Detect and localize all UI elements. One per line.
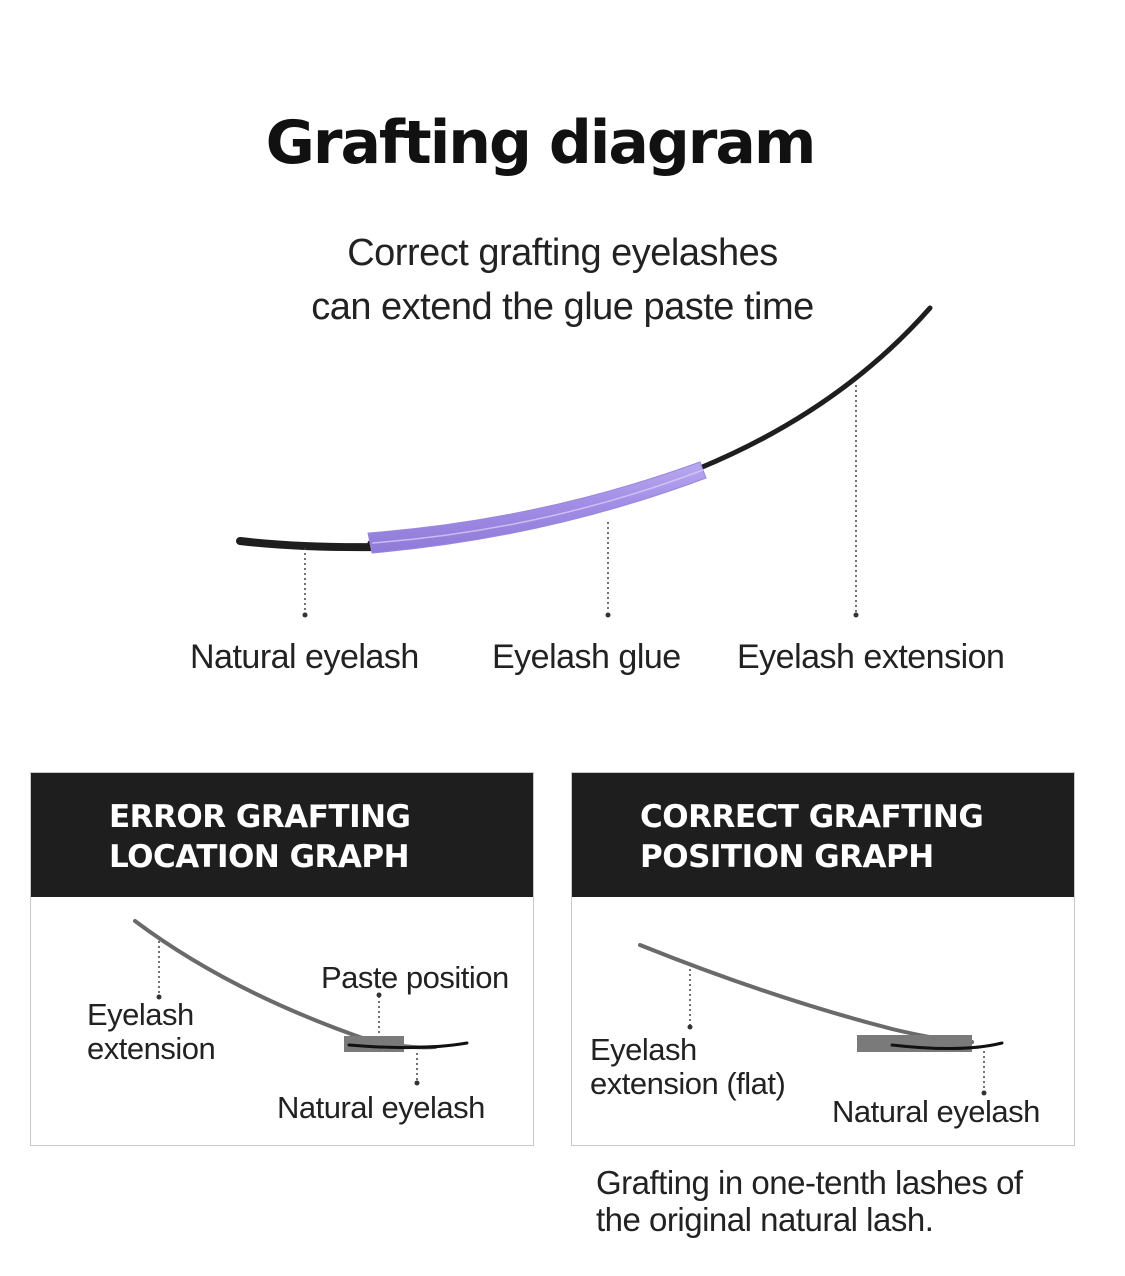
footnote: Grafting in one-tenth lashes of the orig… — [596, 1164, 1023, 1238]
error-panel-title: ERROR GRAFTING LOCATION GRAPH — [109, 799, 411, 875]
error-natural-curve — [347, 1041, 469, 1050]
error-panel-header: ERROR GRAFTING LOCATION GRAPH — [31, 773, 533, 897]
correct-natural-curve — [890, 1041, 1004, 1051]
correct-grafting-panel: CORRECT GRAFTING POSITION GRAPH Eyelash … — [571, 772, 1075, 1146]
error-grafting-panel: ERROR GRAFTING LOCATION GRAPH Eyelash ex… — [30, 772, 534, 1146]
correct-grafting-drawing — [638, 943, 1004, 1096]
error-label-natural: Natural eyelash — [277, 1090, 485, 1125]
label-natural-eyelash: Natural eyelash — [190, 638, 419, 676]
error-label-paste: Paste position — [321, 960, 509, 995]
natural-eyelash-curve — [236, 537, 384, 552]
correct-label-natural: Natural eyelash — [832, 1094, 1040, 1129]
eyelash-extension-curve — [367, 305, 933, 546]
error-grafting-drawing — [133, 919, 469, 1086]
label-eyelash-glue: Eyelash glue — [492, 638, 681, 676]
eyelash-glue-band — [367, 461, 707, 554]
correct-label-extension: Eyelash extension (flat) — [590, 1032, 786, 1101]
error-label-extension: Eyelash extension — [87, 997, 216, 1066]
page-title: Grafting diagram — [265, 108, 817, 178]
page-subtitle: Correct grafting eyelashes can extend th… — [311, 232, 814, 328]
correct-panel-title: CORRECT GRAFTING POSITION GRAPH — [640, 799, 984, 875]
correct-panel-header: CORRECT GRAFTING POSITION GRAPH — [572, 773, 1074, 897]
label-eyelash-extension: Eyelash extension — [737, 638, 1005, 676]
